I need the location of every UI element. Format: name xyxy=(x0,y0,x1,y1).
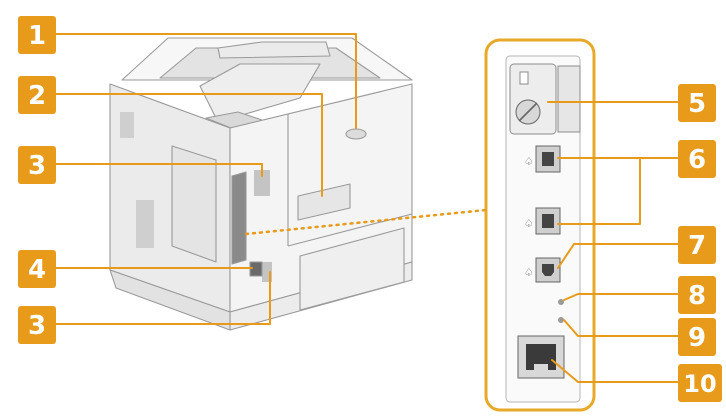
leader-3a xyxy=(55,163,263,177)
callout-7: 7 xyxy=(678,226,716,264)
leader-2 xyxy=(55,93,323,197)
power-switch-module xyxy=(509,63,581,135)
callout-label: 5 xyxy=(688,89,706,119)
leader-3b xyxy=(55,271,271,325)
zoom-connector xyxy=(244,208,488,236)
callout-9: 9 xyxy=(678,318,716,356)
leader-6 xyxy=(557,157,641,225)
printer-illustration xyxy=(109,37,413,331)
callout-label: 3 xyxy=(28,311,46,341)
led-indicator-upper xyxy=(558,299,564,305)
callout-8: 8 xyxy=(678,276,716,314)
leader-9 xyxy=(563,319,679,337)
leader-8 xyxy=(563,293,679,301)
callout-label: 1 xyxy=(28,21,46,51)
leader-1 xyxy=(55,33,357,129)
rear-vent-lower xyxy=(262,262,272,282)
callout-label: 7 xyxy=(688,231,706,261)
callout-3-upper: 3 xyxy=(18,146,56,184)
callout-2: 2 xyxy=(18,76,56,114)
lan-port xyxy=(517,335,565,379)
usb-port-upper: ♤ xyxy=(524,145,561,173)
interface-strip xyxy=(231,171,247,265)
callout-label: 8 xyxy=(688,281,706,311)
left-vent-lower xyxy=(136,200,154,248)
callout-10: 10 xyxy=(678,364,722,402)
side-cover xyxy=(171,145,217,263)
leader-10 xyxy=(551,359,679,383)
callout-label: 6 xyxy=(688,145,706,175)
callout-label: 4 xyxy=(28,255,46,285)
callout-6: 6 xyxy=(678,140,716,178)
callout-1: 1 xyxy=(18,16,56,54)
leader-7 xyxy=(557,243,679,269)
connector-panel: ♤ ♤ ♤ xyxy=(484,38,596,412)
usb-b-port: ♤ xyxy=(524,257,561,283)
svg-text:♤: ♤ xyxy=(524,217,534,230)
rear-cover-button xyxy=(345,128,367,140)
callout-4: 4 xyxy=(18,250,56,288)
callout-label: 2 xyxy=(28,81,46,111)
svg-text:♤: ♤ xyxy=(524,266,534,279)
callout-3-lower: 3 xyxy=(18,306,56,344)
led-indicator-lower xyxy=(558,317,564,323)
leader-lines xyxy=(55,33,679,383)
usb-port-lower: ♤ xyxy=(524,207,561,235)
callout-label: 9 xyxy=(688,323,706,353)
svg-text:♤: ♤ xyxy=(524,155,534,168)
callout-5: 5 xyxy=(678,84,716,122)
callout-label: 10 xyxy=(683,370,716,398)
left-vent-upper xyxy=(120,112,134,138)
callout-label: 3 xyxy=(28,151,46,181)
rating-label xyxy=(297,183,351,221)
rear-vent-upper xyxy=(254,170,270,196)
